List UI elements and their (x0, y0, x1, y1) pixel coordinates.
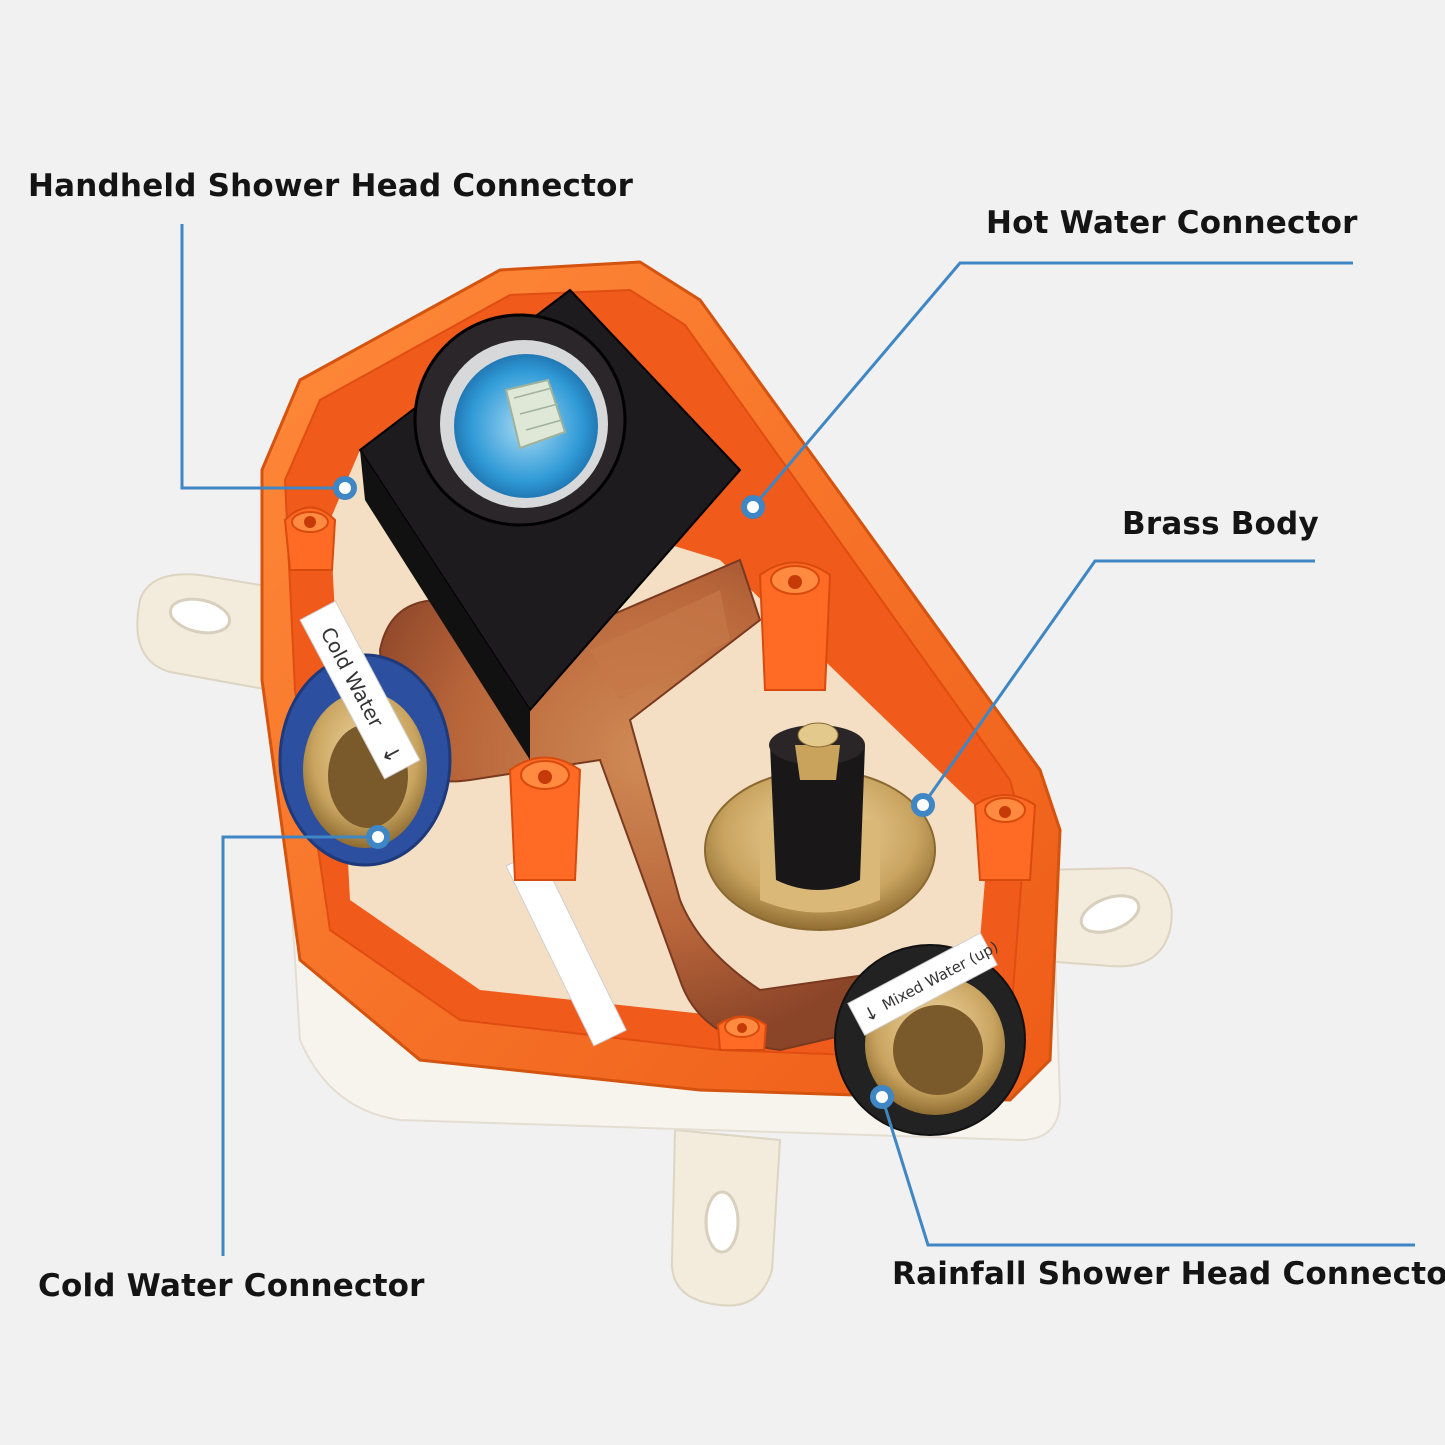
mount-tab-right (1028, 866, 1173, 968)
mount-tab-bottom (670, 1128, 782, 1307)
callout-dot-handheld (333, 476, 357, 500)
callout-dots (333, 476, 935, 1109)
callout-line-rainfall (880, 1096, 1415, 1247)
callout-line-hot (751, 261, 1353, 508)
diverter-valve (704, 722, 936, 931)
callout-dot-cold (366, 825, 390, 849)
callout-dot-hot (741, 495, 765, 519)
callout-lines (180, 224, 1415, 1256)
callout-line-cold (221, 835, 378, 1256)
callout-cold-water-connector: Cold Water Connector (38, 1268, 425, 1304)
callout-dot-brass (911, 793, 935, 817)
callout-dot-rainfall (870, 1085, 894, 1109)
callout-hot-water-connector: Hot Water Connector (986, 205, 1358, 241)
callout-handheld-connector: Handheld Shower Head Connector (28, 168, 634, 204)
callout-line-handheld (180, 224, 345, 490)
callout-rainfall-connector: Rainfall Shower Head Connector (892, 1256, 1445, 1292)
screw-posts (283, 506, 1037, 1051)
mixing-valve (358, 288, 742, 760)
callout-line-brass (921, 559, 1315, 806)
callout-brass-body: Brass Body (1122, 506, 1319, 542)
